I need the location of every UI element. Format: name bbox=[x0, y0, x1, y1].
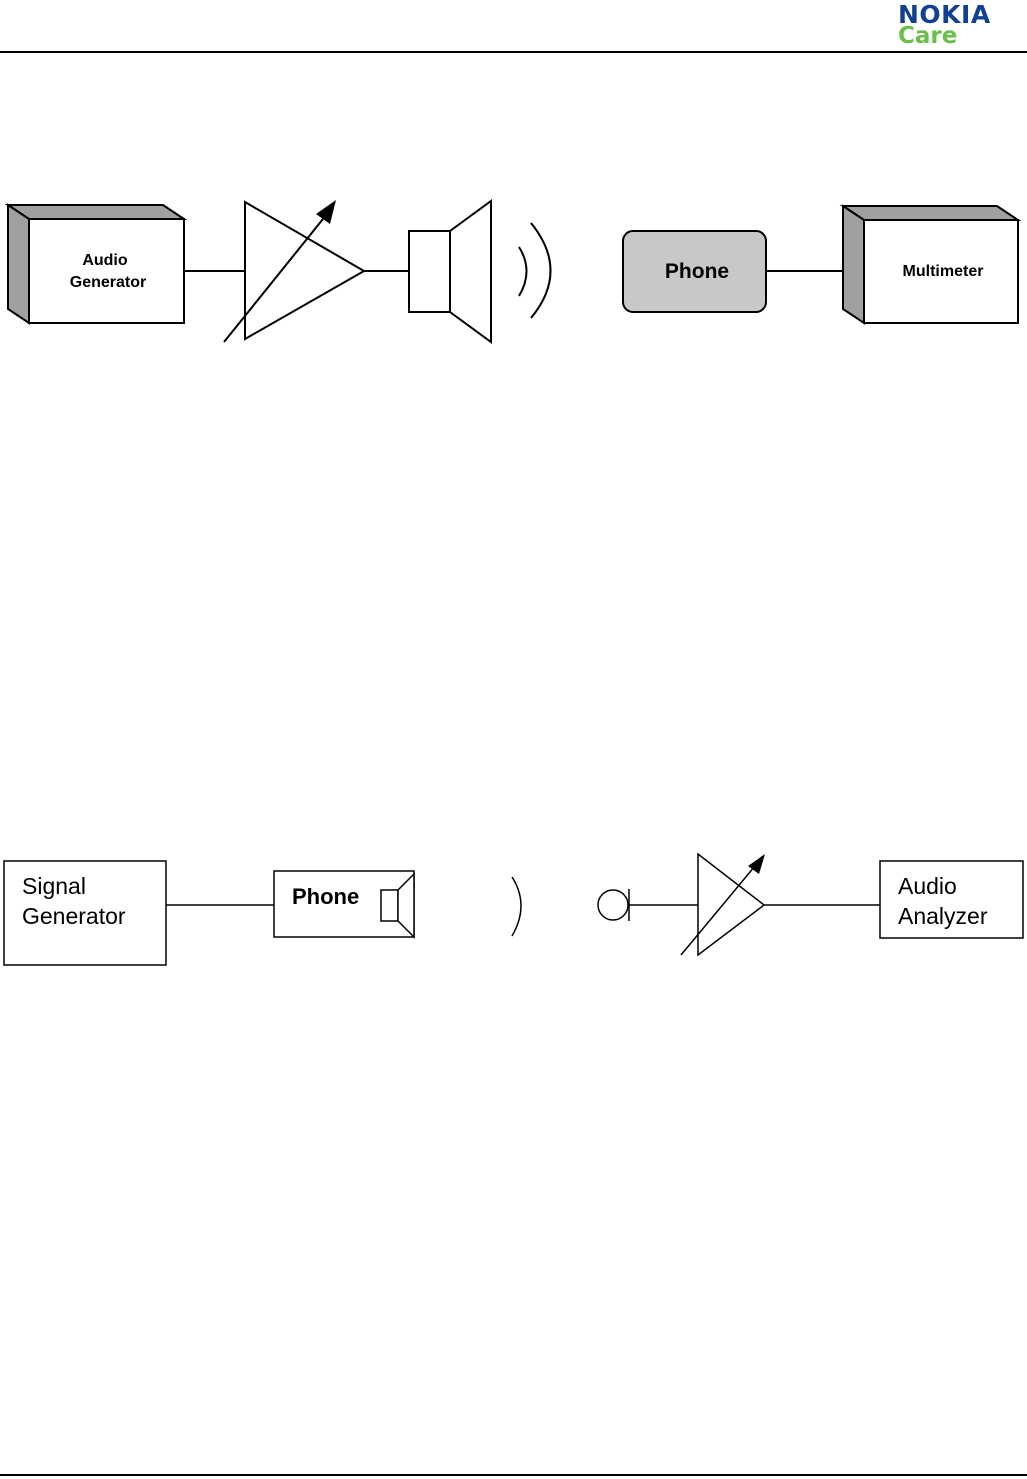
signal-generator-box: Signal Generator bbox=[3, 860, 167, 966]
multimeter-box: Multimeter bbox=[839, 204, 1022, 325]
variable-amplifier-symbol bbox=[680, 852, 766, 957]
microphone-symbol bbox=[597, 889, 630, 921]
header-rule bbox=[0, 51, 1027, 53]
nokia-care-logo: NOKIA Care bbox=[890, 0, 1027, 50]
audio-generator-label-line2: Generator bbox=[70, 274, 146, 291]
footer-rule bbox=[0, 1474, 1027, 1476]
speaker-symbol bbox=[408, 199, 492, 344]
phone-label: Phone bbox=[292, 884, 359, 909]
logo-sub: Care bbox=[898, 23, 958, 49]
diagram-speaker-measurement: Audio Generator Phone Multimeter bbox=[4, 199, 1022, 344]
logo-brand: NOKIA bbox=[898, 0, 991, 29]
audio-analyzer-label-line1: Audio bbox=[898, 873, 957, 899]
variable-amplifier-symbol bbox=[223, 200, 367, 343]
audio-generator-box: Audio Generator bbox=[4, 203, 188, 325]
phone-box: Phone bbox=[622, 230, 767, 313]
audio-analyzer-box: Audio Analyzer bbox=[879, 860, 1024, 939]
signal-generator-label-line2: Generator bbox=[22, 903, 126, 929]
audio-analyzer-label-line2: Analyzer bbox=[898, 903, 988, 929]
phone-label: Phone bbox=[665, 260, 729, 283]
signal-generator-label-line1: Signal bbox=[22, 873, 86, 899]
sound-wave bbox=[511, 876, 522, 937]
diagram-earpiece-measurement: Signal Generator Phone Audio Analyzer bbox=[3, 852, 1024, 966]
multimeter-label: Multimeter bbox=[903, 263, 984, 280]
sound-waves bbox=[518, 222, 552, 319]
audio-generator-label-line1: Audio bbox=[82, 252, 128, 269]
phone-box: Phone bbox=[273, 870, 415, 939]
earpiece-icon bbox=[380, 872, 415, 939]
